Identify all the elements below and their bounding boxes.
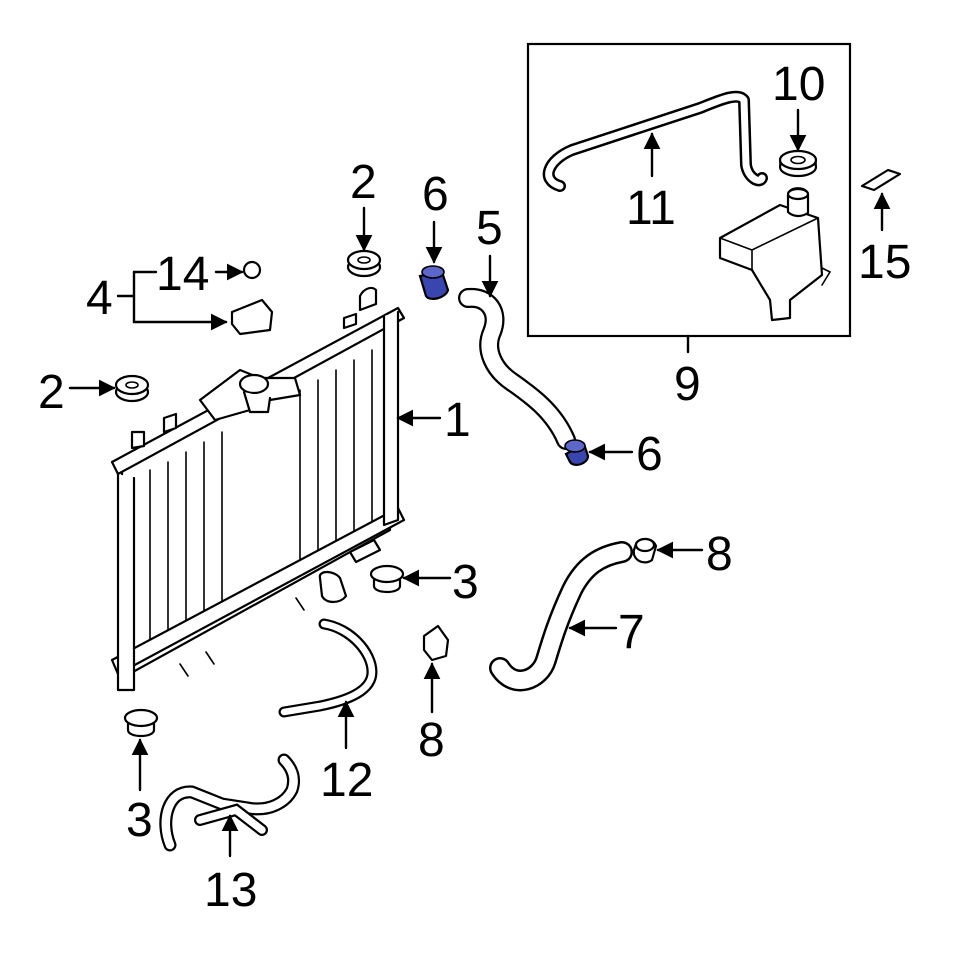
clip-part-15 [860, 168, 902, 192]
callout-8-right: 8 [706, 528, 733, 581]
callout-5: 5 [476, 202, 503, 255]
callout-8-lower: 8 [418, 714, 445, 767]
reservoir-cap [778, 149, 818, 178]
coolant-reservoir [718, 187, 832, 322]
upper-radiator-hose [458, 287, 576, 450]
callout-14: 14 [156, 248, 209, 301]
callout-3-right: 3 [452, 556, 479, 609]
callout-12: 12 [320, 754, 373, 807]
mount-insulator-right [369, 564, 405, 594]
callout-6-top: 6 [422, 168, 449, 221]
callout-1: 1 [444, 394, 471, 447]
mount-bushing-upper [346, 249, 382, 278]
hose-clamp-part-8-right [632, 537, 658, 564]
callout-7: 7 [618, 606, 645, 659]
callout-11: 11 [626, 182, 676, 235]
leader-lines [68, 108, 891, 858]
radiator [110, 286, 406, 692]
hose-clamp-part-8-lower [422, 624, 450, 662]
callout-6-right: 6 [636, 428, 663, 481]
bolt-part-14 [242, 260, 262, 280]
callout-9: 9 [674, 358, 701, 411]
hose-part-13 [159, 753, 301, 852]
hose-clamp-upper [418, 265, 450, 300]
mount-bushing-left [114, 374, 150, 403]
lower-radiator-hose [489, 541, 633, 692]
callout-15: 15 [858, 236, 911, 289]
hose-part-12 [278, 618, 378, 718]
callout-3-lower: 3 [126, 794, 153, 847]
callout-13: 13 [204, 864, 257, 917]
callout-10: 10 [772, 58, 825, 111]
bracket-part-4 [230, 298, 274, 336]
callout-4: 4 [86, 272, 113, 325]
callout-2-left: 2 [38, 366, 65, 419]
mount-insulator-lower [123, 708, 159, 738]
callout-2-top: 2 [350, 156, 377, 209]
hose-clamp-lower [564, 439, 590, 466]
overflow-tube [542, 90, 768, 192]
